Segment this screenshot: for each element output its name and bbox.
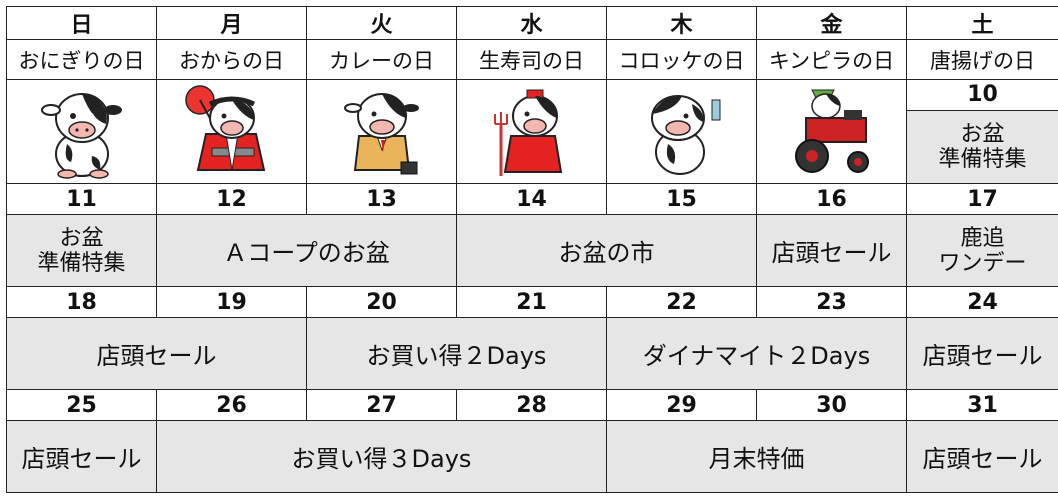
event-31: 店頭セール — [906, 420, 1058, 493]
event-17: 鹿追 ワンデー — [906, 214, 1058, 287]
event-24: 店頭セール — [906, 317, 1058, 390]
day-number-15: 15 — [606, 183, 757, 215]
day-number-23: 23 — [756, 286, 907, 318]
weekday-mon: 月 — [156, 6, 307, 40]
event-29-30: 月末特価 — [606, 420, 907, 493]
mascot-row: 10 お盆 準備特集 — [6, 79, 1058, 184]
day-number-10: 10 — [907, 81, 1058, 111]
calendar: 日 月 火 水 木 金 土 おにぎりの日 おからの日 カレーの日 生寿司の日 コ… — [6, 6, 1058, 504]
week3-event-row: 店頭セール お買い得２Days ダイナマイト２Days 店頭セール — [6, 317, 1058, 390]
day-number-12: 12 — [156, 183, 307, 215]
week2-event-row: お盆 準備特集 Ａコープのお盆 お盆の市 店頭セール 鹿追 ワンデー — [6, 214, 1058, 287]
cow-tractor-icon — [794, 89, 869, 173]
weekday-wed: 水 — [456, 6, 607, 40]
day-number-31: 31 — [906, 389, 1058, 421]
cow-festival-icon — [184, 84, 265, 171]
special-mon: おからの日 — [156, 39, 307, 80]
special-fri: キンピラの日 — [756, 39, 907, 80]
event-22-23: ダイナマイト２Days — [606, 317, 907, 390]
event-20-21: お買い得２Days — [306, 317, 607, 390]
day-number-27: 27 — [306, 389, 457, 421]
event-25: 店頭セール — [6, 420, 157, 493]
mascot-cell-thu — [606, 79, 757, 184]
special-sat: 唐揚げの日 — [906, 39, 1058, 80]
day-number-30: 30 — [756, 389, 907, 421]
event-11-line1: お盆 — [59, 225, 104, 251]
event-sat-10-line2: 準備特集 — [938, 147, 1027, 172]
event-14-15: お盆の市 — [456, 214, 757, 287]
event-sat-10: お盆 準備特集 — [907, 111, 1058, 183]
day-number-19: 19 — [156, 286, 307, 318]
day-number-21: 21 — [456, 286, 607, 318]
sat-first-week-cell: 10 お盆 準備特集 — [906, 79, 1058, 184]
cow-onigiri-icon — [40, 92, 122, 179]
weekday-header-row: 日 月 火 水 木 金 土 — [6, 6, 1058, 40]
cow-drink-icon — [650, 94, 720, 175]
special-tue: カレーの日 — [306, 39, 457, 80]
mascot-cell-tue — [306, 79, 457, 184]
special-sun: おにぎりの日 — [6, 39, 157, 80]
weekday-sat: 土 — [906, 6, 1058, 40]
day-number-25: 25 — [6, 389, 157, 421]
special-day-row: おにぎりの日 おからの日 カレーの日 生寿司の日 コロッケの日 キンピラの日 唐… — [6, 39, 1058, 80]
mascot-cell-sun — [6, 79, 157, 184]
day-number-18: 18 — [6, 286, 157, 318]
cow-farmer-icon — [493, 89, 562, 176]
event-26-28: お買い得３Days — [156, 420, 607, 493]
event-17-line2: ワンデー — [938, 250, 1027, 276]
event-11: お盆 準備特集 — [6, 214, 157, 287]
day-number-26: 26 — [156, 389, 307, 421]
event-16: 店頭セール — [756, 214, 907, 287]
event-sat-10-line1: お盆 — [960, 122, 1005, 147]
week2-number-row: 11 12 13 14 15 16 17 — [6, 183, 1058, 215]
weekday-fri: 金 — [756, 6, 907, 40]
day-number-17: 17 — [906, 183, 1058, 215]
event-11-line2: 準備特集 — [37, 250, 126, 276]
week4-number-row: 25 26 27 28 29 30 31 — [6, 389, 1058, 421]
day-number-14: 14 — [456, 183, 607, 215]
day-number-22: 22 — [606, 286, 757, 318]
weekday-thu: 木 — [606, 6, 757, 40]
day-number-28: 28 — [456, 389, 607, 421]
mascot-cell-wed — [456, 79, 607, 184]
event-17-line1: 鹿追 — [960, 225, 1005, 251]
day-number-13: 13 — [306, 183, 457, 215]
mascot-cell-fri — [756, 79, 907, 184]
day-number-11: 11 — [6, 183, 157, 215]
week4-event-row: 店頭セール お買い得３Days 月末特価 店頭セール — [6, 420, 1058, 493]
mascot-cell-mon — [156, 79, 307, 184]
calendar-table: 日 月 火 水 木 金 土 おにぎりの日 おからの日 カレーの日 生寿司の日 コ… — [6, 6, 1058, 493]
special-wed: 生寿司の日 — [456, 39, 607, 80]
special-thu: コロッケの日 — [606, 39, 757, 80]
week3-number-row: 18 19 20 21 22 23 24 — [6, 286, 1058, 318]
cow-businessman-icon — [343, 92, 419, 174]
day-number-24: 24 — [906, 286, 1058, 318]
weekday-sun: 日 — [6, 6, 157, 40]
event-12-13: Ａコープのお盆 — [156, 214, 457, 287]
day-number-16: 16 — [756, 183, 907, 215]
weekday-tue: 火 — [306, 6, 457, 40]
event-18-19: 店頭セール — [6, 317, 307, 390]
day-number-29: 29 — [606, 389, 757, 421]
day-number-20: 20 — [306, 286, 457, 318]
